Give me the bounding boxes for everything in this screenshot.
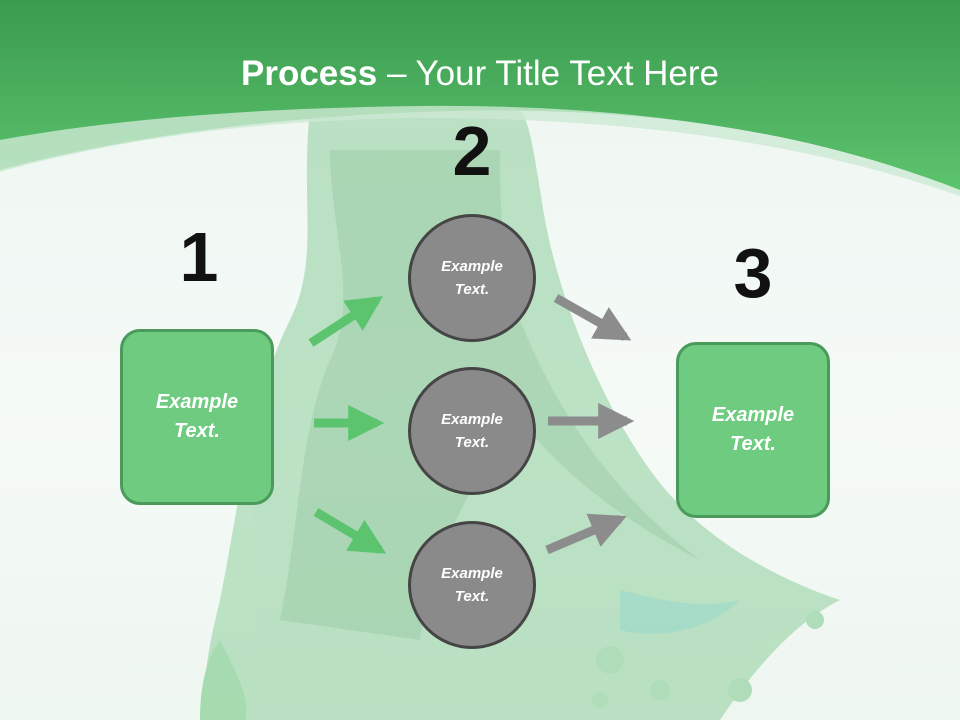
middle-circle-top-text: Example Text. bbox=[441, 258, 503, 298]
middle-circle-center: Example Text. bbox=[408, 367, 536, 495]
arrow-from-bottom-circle bbox=[545, 513, 627, 555]
arrow-to-top-circle bbox=[308, 296, 384, 347]
middle-circle-top: Example Text. bbox=[408, 214, 536, 342]
right-step-box: Example Text. bbox=[676, 342, 830, 518]
middle-circle-center-text: Example Text. bbox=[441, 411, 503, 451]
title-rest: – Your Title Text Here bbox=[377, 54, 719, 93]
middle-circle-bottom: Example Text. bbox=[408, 521, 536, 649]
left-step-box-text: Example Text. bbox=[155, 391, 239, 442]
step-number-1: 1 bbox=[179, 218, 219, 296]
arrow-to-bottom-circle bbox=[313, 508, 387, 554]
right-step-box-text: Example Text. bbox=[711, 404, 795, 455]
left-step-box: Example Text. bbox=[120, 329, 274, 505]
step-number-2: 2 bbox=[452, 112, 492, 190]
middle-circle-bottom-text: Example Text. bbox=[441, 565, 503, 605]
step-number-3: 3 bbox=[733, 234, 773, 312]
title-bold: Process bbox=[241, 54, 378, 93]
slide-title: Process – Your Title Text Here bbox=[0, 52, 960, 96]
arrow-from-top-circle bbox=[553, 294, 632, 341]
